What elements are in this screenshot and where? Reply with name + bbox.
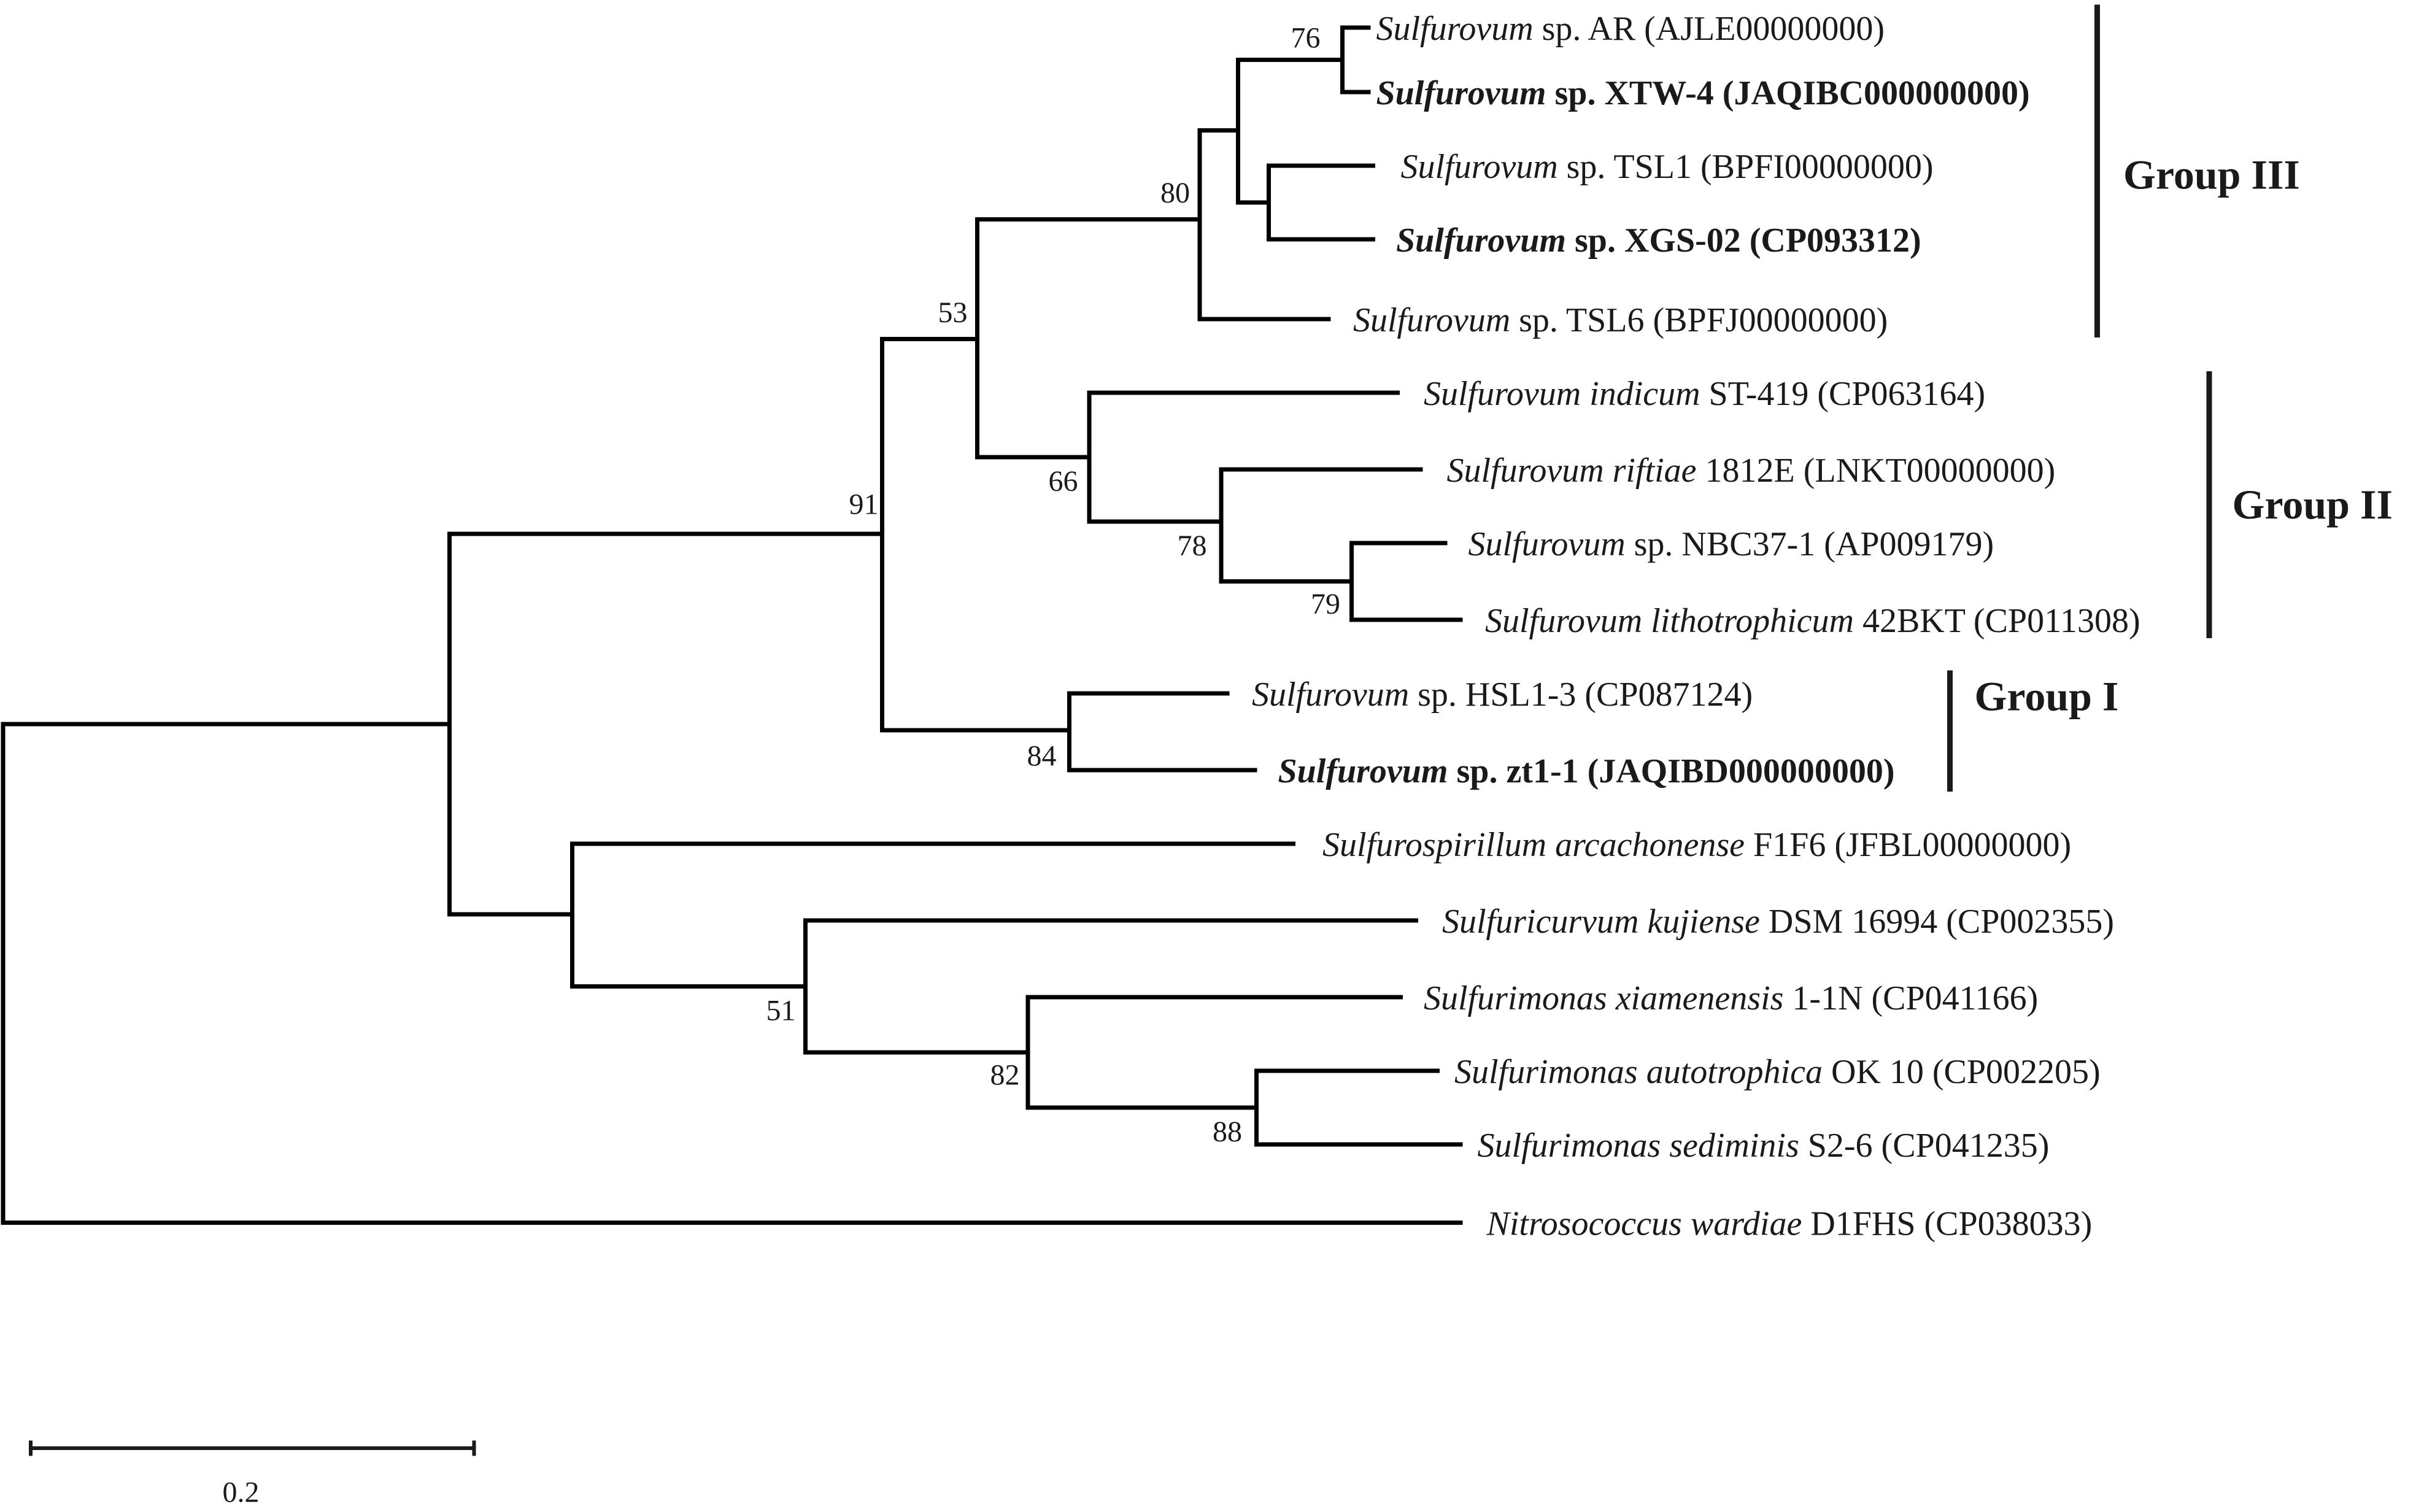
taxon-label-xtw4: Sulfurovum sp. XTW-4 (JAQIBC000000000) <box>1376 74 2030 112</box>
taxon-label-part: Sulfurovum <box>1401 148 1558 186</box>
taxon-label-part: Sulfurovum riftiae <box>1447 452 1697 490</box>
taxon-label-part: sp. NBC37-1 (AP009179) <box>1626 525 1994 563</box>
bootstrap-value: 76 <box>1291 22 1321 55</box>
taxon-label-kujiense: Sulfuricurvum kujiense DSM 16994 (CP0023… <box>1442 903 2114 941</box>
taxon-label-part: sp. HSL1-3 (CP087124) <box>1409 676 1753 714</box>
taxon-label-part: Sulfurovum <box>1469 525 1626 563</box>
taxon-label-part: sp. AR (AJLE00000000) <box>1534 10 1885 48</box>
taxon-label-tsl6: Sulfurovum sp. TSL6 (BPFJ00000000) <box>1353 301 1888 339</box>
bootstrap-value: 91 <box>849 488 879 521</box>
taxon-label-part: Sulfurovum <box>1353 301 1510 339</box>
bootstrap-value: 51 <box>766 995 796 1027</box>
taxon-label-litho: Sulfurovum lithotrophicum 42BKT (CP01130… <box>1485 602 2140 640</box>
taxon-label-nbc371: Sulfurovum sp. NBC37-1 (AP009179) <box>1469 525 1994 563</box>
taxon-label-part: Sulfurovum <box>1376 74 1546 112</box>
bootstrap-value: 78 <box>1178 530 1207 562</box>
taxon-label-part: Sulfurospirillum arcachonense <box>1322 826 1745 864</box>
bootstrap-values: 76 80 53 66 78 79 91 84 51 82 88 <box>766 22 1341 1149</box>
taxon-label-part: Sulfuricurvum kujiense <box>1442 903 1760 941</box>
taxon-label-part: sp. TSL1 (BPFI00000000) <box>1558 148 1934 186</box>
taxon-label-part: Sulfurovum <box>1252 676 1409 714</box>
taxon-label-part: Sulfurimonas sediminis <box>1478 1127 1799 1165</box>
taxon-label-part: ST-419 (CP063164) <box>1700 375 1986 413</box>
bootstrap-value: 84 <box>1027 740 1057 773</box>
bootstrap-value: 80 <box>1160 177 1190 209</box>
scale-bar-label: 0.2 <box>223 1476 260 1509</box>
group-label: Group II <box>2233 481 2393 528</box>
taxon-label-part: 1-1N (CP041166) <box>1783 979 2038 1017</box>
taxon-label-sedim: Sulfurimonas sediminis S2-6 (CP041235) <box>1478 1127 2050 1165</box>
group-brackets: Group III Group II Group I <box>1947 4 2393 792</box>
taxon-label-part: OK 10 (CP002205) <box>1823 1053 2101 1091</box>
taxon-label-part: Sulfurovum lithotrophicum <box>1485 602 1854 640</box>
taxon-label-hsl13: Sulfurovum sp. HSL1-3 (CP087124) <box>1252 676 1753 714</box>
taxon-label-arcach: Sulfurospirillum arcachonense F1F6 (JFBL… <box>1322 826 2071 864</box>
taxon-label-part: Sulfurovum <box>1376 10 1534 48</box>
group-label: Group I <box>1975 673 2119 720</box>
taxon-label-ar: Sulfurovum sp. AR (AJLE00000000) <box>1376 10 1885 48</box>
group-label: Group III <box>2123 152 2300 198</box>
taxon-label-part: Sulfurovum <box>1278 752 1448 790</box>
taxon-label-part: sp. XTW-4 (JAQIBC000000000) <box>1546 74 2030 112</box>
bootstrap-value: 66 <box>1049 465 1078 498</box>
taxon-label-part: Sulfurimonas xiamenensis <box>1424 979 1783 1017</box>
taxon-label-autotr: Sulfurimonas autotrophica OK 10 (CP00220… <box>1454 1053 2101 1091</box>
taxon-label-xgs02: Sulfurovum sp. XGS-02 (CP093312) <box>1396 222 1921 260</box>
taxon-label-zt11: Sulfurovum sp. zt1-1 (JAQIBD000000000) <box>1278 752 1895 790</box>
taxon-label-part: sp. TSL6 (BPFJ00000000) <box>1510 301 1888 339</box>
bootstrap-value: 82 <box>990 1059 1020 1092</box>
taxon-label-part: D1FHS (CP038033) <box>1802 1205 2092 1243</box>
bootstrap-value: 53 <box>938 296 968 329</box>
bootstrap-value: 88 <box>1213 1116 1242 1148</box>
taxon-label-riftiae: Sulfurovum riftiae 1812E (LNKT00000000) <box>1447 452 2056 490</box>
taxon-label-part: sp. XGS-02 (CP093312) <box>1566 222 1921 260</box>
bootstrap-value: 79 <box>1311 588 1340 620</box>
taxon-label-part: Sulfurovum indicum <box>1424 375 1700 413</box>
taxon-label-part: F1F6 (JFBL00000000) <box>1745 826 2071 864</box>
taxon-label-tsl1: Sulfurovum sp. TSL1 (BPFI00000000) <box>1401 148 1934 186</box>
taxon-label-indicum: Sulfurovum indicum ST-419 (CP063164) <box>1424 375 1985 413</box>
taxon-label-part: sp. zt1-1 (JAQIBD000000000) <box>1448 752 1895 790</box>
scale-bar: 0.2 <box>29 1440 476 1509</box>
taxon-label-part: Nitrosococcus wardiae <box>1486 1205 1802 1243</box>
taxon-label-part: DSM 16994 (CP002355) <box>1760 903 2114 941</box>
tree-branches <box>1 25 1463 1225</box>
taxon-label-part: S2-6 (CP041235) <box>1799 1127 2050 1165</box>
taxon-label-nitroso: Nitrosococcus wardiae D1FHS (CP038033) <box>1486 1205 2093 1243</box>
taxon-label-part: 42BKT (CP011308) <box>1854 602 2140 640</box>
taxon-label-xiamen: Sulfurimonas xiamenensis 1-1N (CP041166) <box>1424 979 2038 1017</box>
taxon-label-part: 1812E (LNKT00000000) <box>1697 452 2056 490</box>
taxon-label-part: Sulfurovum <box>1396 222 1566 260</box>
taxon-label-part: Sulfurimonas autotrophica <box>1454 1053 1823 1091</box>
taxon-labels: Sulfurovum sp. AR (AJLE00000000)Sulfurov… <box>1252 10 2140 1243</box>
